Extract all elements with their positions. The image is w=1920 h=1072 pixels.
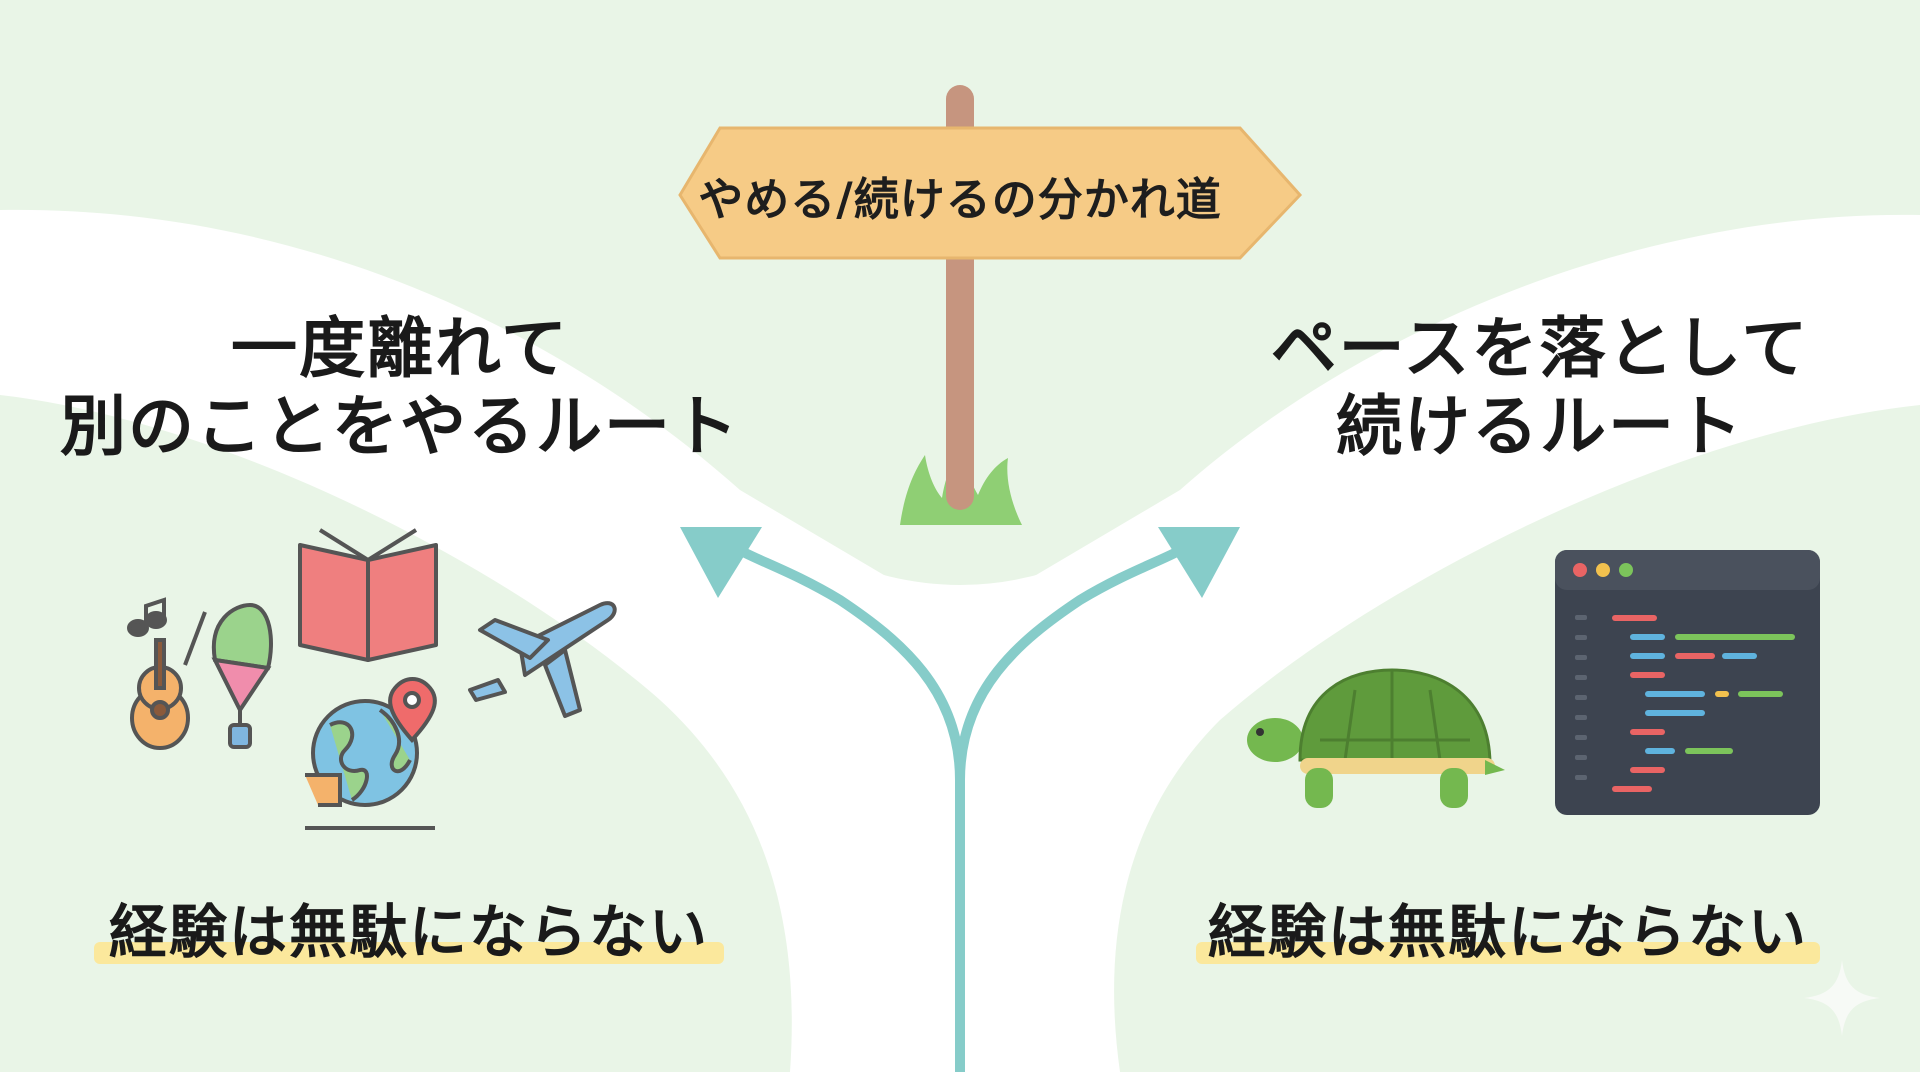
right-route-title-line-2: 続けるルート [1336, 388, 1744, 465]
right-takeaway-text: 経験は無駄にならない [1207, 898, 1808, 966]
fork-arrows [725, 540, 1195, 1072]
signpost [678, 85, 1303, 525]
right-arrowhead [1158, 527, 1240, 598]
turtle-icon [1247, 668, 1505, 808]
right-route-takeaway: 経験は無駄にならない [1196, 896, 1820, 968]
signpost-label: やめる/続けるの分かれ道 [698, 172, 1222, 226]
road-paths [0, 209, 1920, 1072]
location-pin-icon [388, 677, 437, 743]
right-arrow-shaft [955, 540, 1195, 785]
code-editor-icon [1555, 550, 1820, 815]
airplane-icon [468, 601, 617, 718]
left-route-title-line-1: 一度離れて [230, 310, 570, 387]
highlight-marker [1196, 942, 1820, 964]
left-arrowhead [680, 527, 762, 598]
kite-icon [183, 602, 273, 749]
highlight-marker [94, 942, 724, 964]
left-arrow-shaft [725, 540, 965, 1072]
sparkle-icon [1804, 960, 1880, 1036]
right-route-title-line-1: ペースを落として [1270, 310, 1810, 387]
book-icon [298, 528, 438, 662]
signpost-board [678, 126, 1303, 260]
left-takeaway-text: 経験は無駄にならない [108, 898, 709, 966]
right-route-title: ペースを落として 続けるルート [1200, 310, 1880, 466]
left-route-title: 一度離れて 別のことをやるルート [40, 310, 760, 466]
left-route-title-line-2: 別のことをやるルート [60, 388, 740, 465]
guitar-icon [130, 638, 190, 750]
globe-icon [305, 699, 435, 830]
music-note-icon [127, 597, 167, 637]
left-route-takeaway: 経験は無駄にならない [94, 896, 724, 968]
